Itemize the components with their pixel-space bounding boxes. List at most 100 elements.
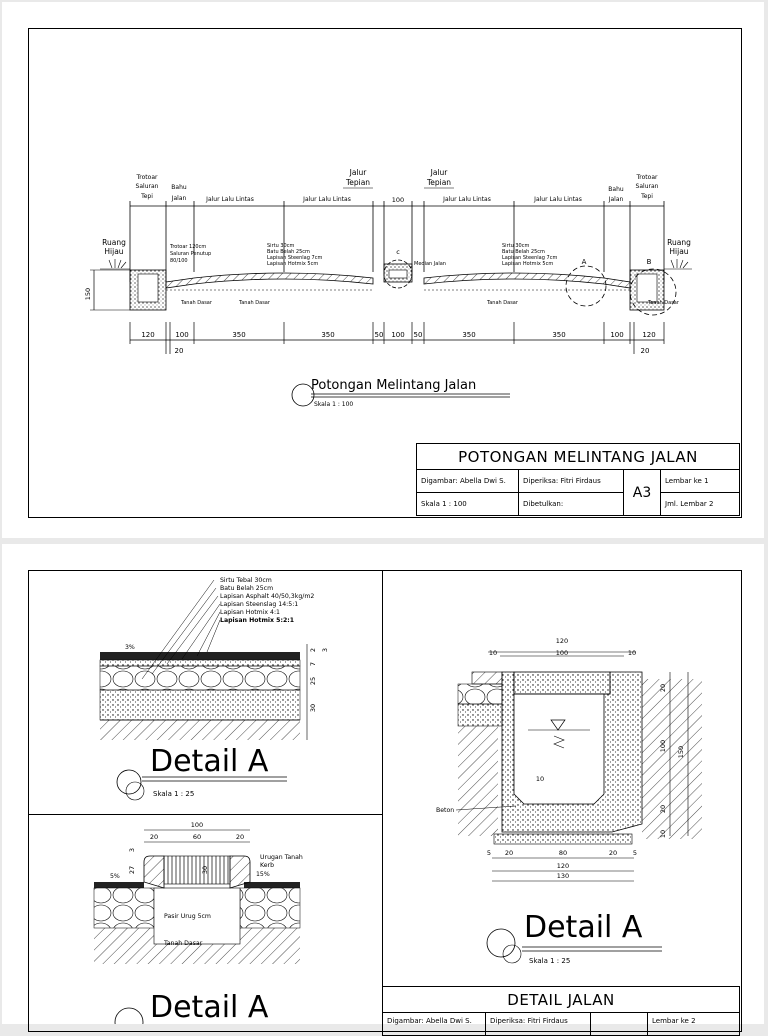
detail-a3-dim-right-3: 20 xyxy=(659,805,667,813)
title-block-1-sheet-code: A3 xyxy=(623,469,661,516)
detail-a1-note-2: Lapisan Asphalt 40/50,3kg/m2 xyxy=(220,593,314,600)
detail-a2-dim-top-0: 100 xyxy=(191,821,203,829)
detail-a3-dim-top-3: 10 xyxy=(628,649,636,657)
trotoar-left-2: Saluran xyxy=(136,183,159,190)
bahu-left-1: Bahu xyxy=(171,184,187,191)
detail-a2-dim-side-2: 30 xyxy=(201,866,209,874)
trotoar-right-2: Saluran xyxy=(636,183,659,190)
note-layers-l-1: Sirtu 30cm xyxy=(267,243,294,249)
detail-a3-dim-right-2: 150 xyxy=(677,746,685,758)
detail-a3-dim-top-2: 100 xyxy=(556,649,568,657)
detail-a2-dim-top-2: 60 xyxy=(193,833,201,841)
note-layers-r-3: Lapisan Steenlag 7cm xyxy=(502,255,557,261)
jalur-tepian-left-1: Jalur xyxy=(349,168,368,177)
title-block-1-sheet-total: Jml. Lembar 2 xyxy=(660,492,740,516)
ruang-hijau-right-1: Ruang xyxy=(667,238,691,247)
detail-a2-note-3: 5% xyxy=(110,873,120,880)
detail-a2-note-0: Urugan Tanah xyxy=(260,854,303,861)
trotoar-right-1: Trotoar xyxy=(636,174,658,181)
caption-scale: Skala 1 : 100 xyxy=(314,401,353,408)
detail-a3-dim-bottom-3: 20 xyxy=(609,849,617,857)
marker-b: B xyxy=(647,258,652,266)
detail-a2-title: Detail A xyxy=(150,990,269,1025)
detail-a3-dim-bottom-1: 20 xyxy=(505,849,513,857)
detail-drawings: Sirtu Tebal 30cm Batu Belah 25cm Lapisan… xyxy=(93,577,702,1024)
sheet-1-frame xyxy=(28,28,742,518)
detail-a1-dim-1: 3 xyxy=(321,648,329,652)
detail-a3: 120 10 100 10 20 100 150 20 10 5 20 80 2… xyxy=(436,637,702,964)
detail-a3-beton: Beton xyxy=(436,807,454,814)
dim-bottom-5: 100 xyxy=(391,331,404,339)
detail-a1-note-3: Lapisan Steenslag 14:5:1 xyxy=(220,601,298,608)
median-width: 100 xyxy=(392,196,404,204)
lalu-lintas-2: Jalur Lalu Lintas xyxy=(302,196,351,203)
tanah-dasar-3: Tanah Dasar xyxy=(486,300,519,306)
trotoar-left-1: Trotoar xyxy=(136,174,158,181)
divider-horizontal xyxy=(28,814,382,815)
title-block-1-sheet-no: Lembar ke 1 xyxy=(660,469,740,493)
title-block-2-drawn: Digambar: Abella Dwi S. xyxy=(382,1012,486,1036)
section-symbol-icon xyxy=(291,383,315,407)
jalur-tepian-right-2: Tepian xyxy=(426,178,451,187)
detail-a1-dim-3: 25 xyxy=(309,677,317,685)
detail-a1-slope: 3% xyxy=(125,644,135,651)
tanah-dasar-4: Tanah Dasar xyxy=(647,300,680,306)
trotoar-left-3: Tepi xyxy=(140,193,153,200)
detail-a3-scale: Skala 1 : 25 xyxy=(529,957,571,965)
bahu-right-1: Bahu xyxy=(608,186,624,193)
cross-section-drawing: Jalur Tepian Jalur Tepian Trotoar Salura… xyxy=(84,168,692,408)
ruang-hijau-left-2: Hijau xyxy=(104,247,123,256)
detail-a2-dim-side-1: 27 xyxy=(128,866,136,874)
dim-bottom-9: 100 xyxy=(610,331,623,339)
dim-20-right: 20 xyxy=(641,347,650,355)
detail-a2-note-2: 15% xyxy=(256,871,270,878)
note-trotoar-3: 80/100 xyxy=(170,258,188,264)
detail-a2: 100 20 60 20 3 27 30 Urugan Tanah Kerb 1… xyxy=(93,821,303,1024)
detail-a1-note-5: Lapisan Hotmix 5:2:1 xyxy=(220,617,294,624)
bahu-left-2: Jalan xyxy=(171,195,187,202)
detail-a3-dim-right-4: 10 xyxy=(659,830,667,838)
title-block-2-blank xyxy=(590,1012,648,1036)
dim-bottom-4: 50 xyxy=(375,331,384,339)
dim-20-left: 20 xyxy=(175,347,184,355)
detail-a1-dim-4: 30 xyxy=(309,704,317,712)
marker-a: A xyxy=(582,258,587,266)
detail-a2-dim-side-0: 3 xyxy=(128,848,136,852)
lalu-lintas-4: Jalur Lalu Lintas xyxy=(533,196,582,203)
note-layers-r-4: Lapisan Hotmix 5cm xyxy=(502,261,553,267)
title-block-2-title: DETAIL JALAN xyxy=(382,986,740,1013)
detail-a3-dim-top-1: 10 xyxy=(489,649,497,657)
detail-a3-dim-bottom-6: 130 xyxy=(557,872,569,880)
detail-a2-dim-top-3: 20 xyxy=(236,833,244,841)
note-layers-r-2: Batu Belah 25cm xyxy=(502,249,545,255)
detail-a1-note-0: Sirtu Tebal 30cm xyxy=(220,577,272,584)
detail-a1-dim-2: 7 xyxy=(309,662,317,666)
dim-bottom-8: 350 xyxy=(552,331,565,339)
sheet-2: Sirtu Tebal 30cm Batu Belah 25cm Lapisan… xyxy=(2,544,764,1036)
dim-bottom-10: 120 xyxy=(642,331,655,339)
detail-a3-dim-top-0: 120 xyxy=(556,637,568,645)
caption: Potongan Melintang Jalan xyxy=(311,378,476,393)
median-label: Median Jalan xyxy=(414,261,446,267)
dim-bottom-2: 350 xyxy=(232,331,245,339)
title-block-1-approved: Dibetulkan: xyxy=(518,492,624,516)
dim-bottom-0: 120 xyxy=(141,331,154,339)
detail-a1-note-4: Lapisan Hotmix 4:1 xyxy=(220,609,280,616)
detail-a1-title: Detail A xyxy=(150,744,269,779)
sheet-1: Jalur Tepian Jalur Tepian Trotoar Salura… xyxy=(2,2,764,538)
title-block-1-drawn: Digambar: Abella Dwi S. xyxy=(416,469,519,493)
detail-a3-dim-right-1: 100 xyxy=(659,740,667,752)
jalur-tepian-right-1: Jalur xyxy=(430,168,449,177)
ruang-hijau-right-2: Hijau xyxy=(669,247,688,256)
note-layers-l-2: Batu Belah 25cm xyxy=(267,249,310,255)
divider-vertical xyxy=(382,570,383,986)
note-layers-l-4: Lapisan Hotmix 5cm xyxy=(267,261,318,267)
detail-a2-note-5: Tanah Dasar xyxy=(163,940,203,947)
detail-a3-dim-bottom-2: 80 xyxy=(559,849,567,857)
detail-a3-dim-bottom-4: 5 xyxy=(633,849,637,857)
detail-a1-note-1: Batu Belah 25cm xyxy=(220,585,273,592)
detail-a3-inner-dim: 10 xyxy=(536,775,544,783)
detail-a2-dim-top-1: 20 xyxy=(150,833,158,841)
note-trotoar-1: Trotoar 120cm xyxy=(169,244,206,250)
dim-bottom-3: 350 xyxy=(321,331,334,339)
